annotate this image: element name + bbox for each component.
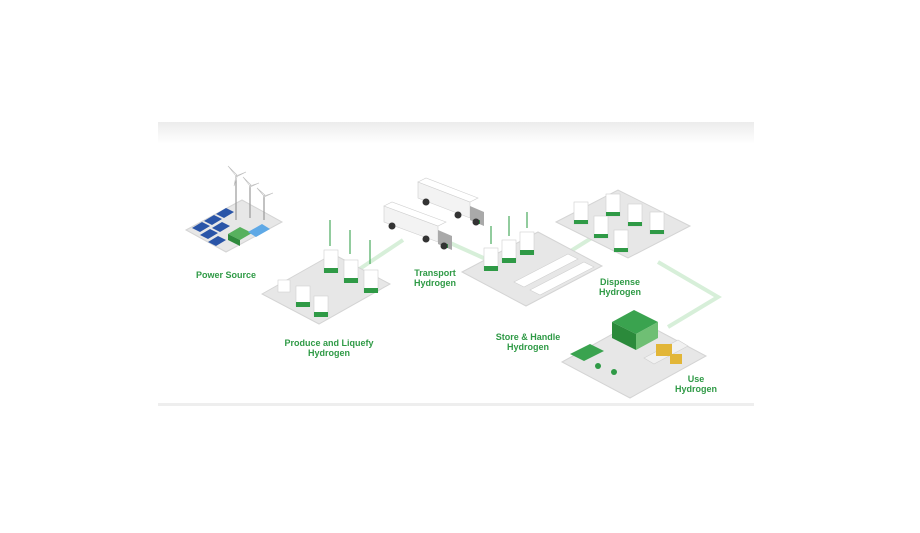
stage-label-transport: Transport Hydrogen xyxy=(413,268,456,288)
stage-label-use: Use Hydrogen xyxy=(674,374,717,394)
hydrogen-value-chain-illustration xyxy=(184,165,722,399)
stage-label-power-source: Power Source xyxy=(195,270,257,280)
end-use-scene xyxy=(560,310,708,399)
power-source-scene xyxy=(184,165,284,253)
diagram-panel: Power Source Produce and Liquefy Hydroge… xyxy=(158,122,754,406)
stage-label-store-and-handle: Store & Handle Hydrogen xyxy=(495,332,561,352)
top-shade xyxy=(158,122,754,144)
stage-label-produce-and-liquefy: Produce and Liquefy Hydrogen xyxy=(284,338,374,358)
bottom-line xyxy=(158,403,754,406)
transport-trucks-scene xyxy=(383,177,484,250)
stage-label-dispense: Dispense Hydrogen xyxy=(598,277,641,297)
production-plant-scene xyxy=(260,220,392,325)
storage-facility-scene xyxy=(460,212,604,307)
dispensing-station-scene xyxy=(554,189,692,259)
